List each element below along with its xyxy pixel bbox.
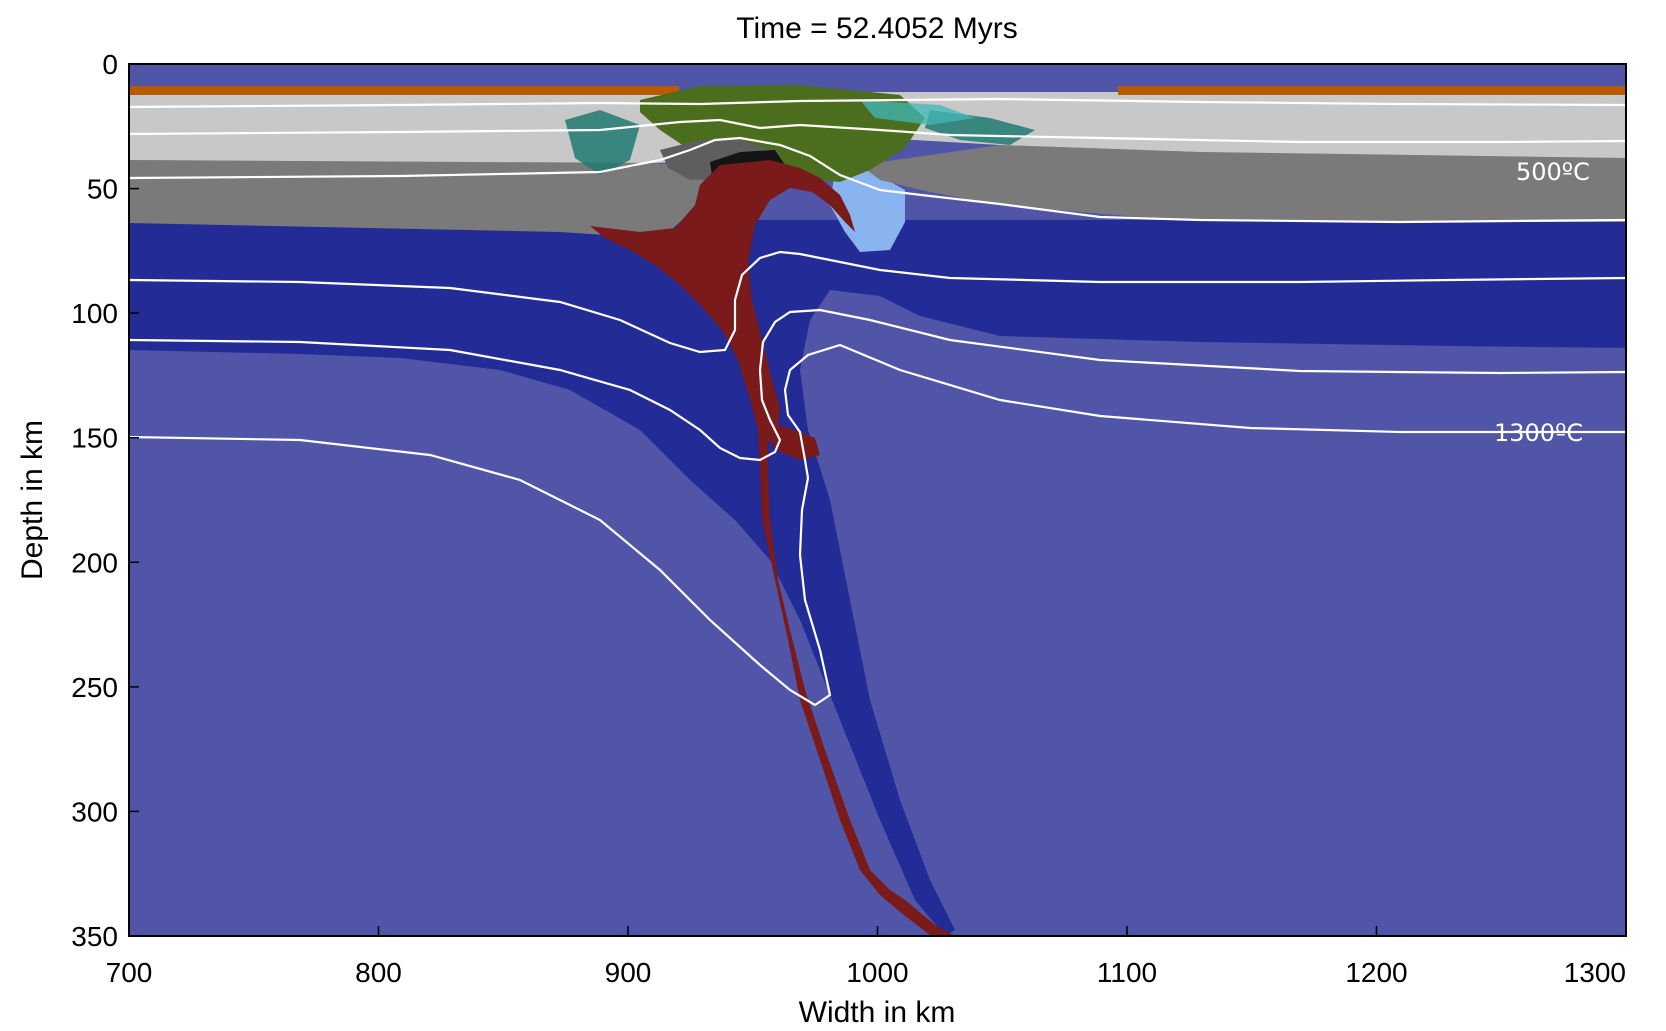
isotherm-label-500: 500ºC bbox=[1516, 158, 1590, 186]
x-tick-label: 1100 bbox=[1097, 957, 1157, 988]
sediment-strip-right bbox=[1118, 86, 1626, 95]
x-tick-label: 700 bbox=[106, 957, 153, 988]
y-tick-label: 350 bbox=[71, 921, 118, 952]
x-tick-label: 800 bbox=[355, 957, 402, 988]
isotherm-label-1300: 1300ºC bbox=[1494, 419, 1583, 447]
y-tick-label: 100 bbox=[71, 298, 118, 329]
x-axis-label: Width in km bbox=[799, 996, 956, 1029]
subducted-crust-region bbox=[590, 160, 955, 936]
isotherm-line bbox=[129, 250, 1626, 354]
isotherm-line bbox=[129, 118, 1626, 144]
y-tick-label: 150 bbox=[71, 423, 118, 454]
isotherm-1300C bbox=[129, 343, 1626, 707]
plot-area bbox=[129, 64, 1626, 936]
y-tick-label: 50 bbox=[87, 174, 118, 205]
x-tick-label: 1300 bbox=[1564, 957, 1626, 988]
x-tick-label: 1200 bbox=[1345, 957, 1407, 988]
isotherm-line bbox=[129, 97, 1626, 109]
lithospheric-mantle-region bbox=[129, 220, 1626, 936]
isotherm-500C bbox=[129, 136, 1626, 224]
chart-title: Time = 52.4052 Myrs bbox=[736, 12, 1018, 45]
x-tick-label: 1000 bbox=[846, 957, 908, 988]
x-tick-label: 900 bbox=[605, 957, 652, 988]
arc-cyan-patch bbox=[860, 100, 975, 125]
sediment-strip-left bbox=[129, 86, 679, 95]
x-axis: 700 800 900 1000 1100 1200 1300 bbox=[106, 926, 1627, 988]
isotherm-line bbox=[129, 308, 1626, 462]
y-tick-label: 200 bbox=[71, 547, 118, 578]
y-tick-label: 300 bbox=[71, 796, 118, 827]
y-tick-label: 0 bbox=[102, 49, 118, 80]
y-axis: 0 50 100 150 200 250 300 350 bbox=[71, 49, 139, 952]
y-axis-label: Depth in km bbox=[16, 420, 49, 580]
lower-crust-region-right bbox=[860, 145, 1626, 222]
lower-crust-region bbox=[129, 160, 720, 240]
y-tick-label: 250 bbox=[71, 672, 118, 703]
